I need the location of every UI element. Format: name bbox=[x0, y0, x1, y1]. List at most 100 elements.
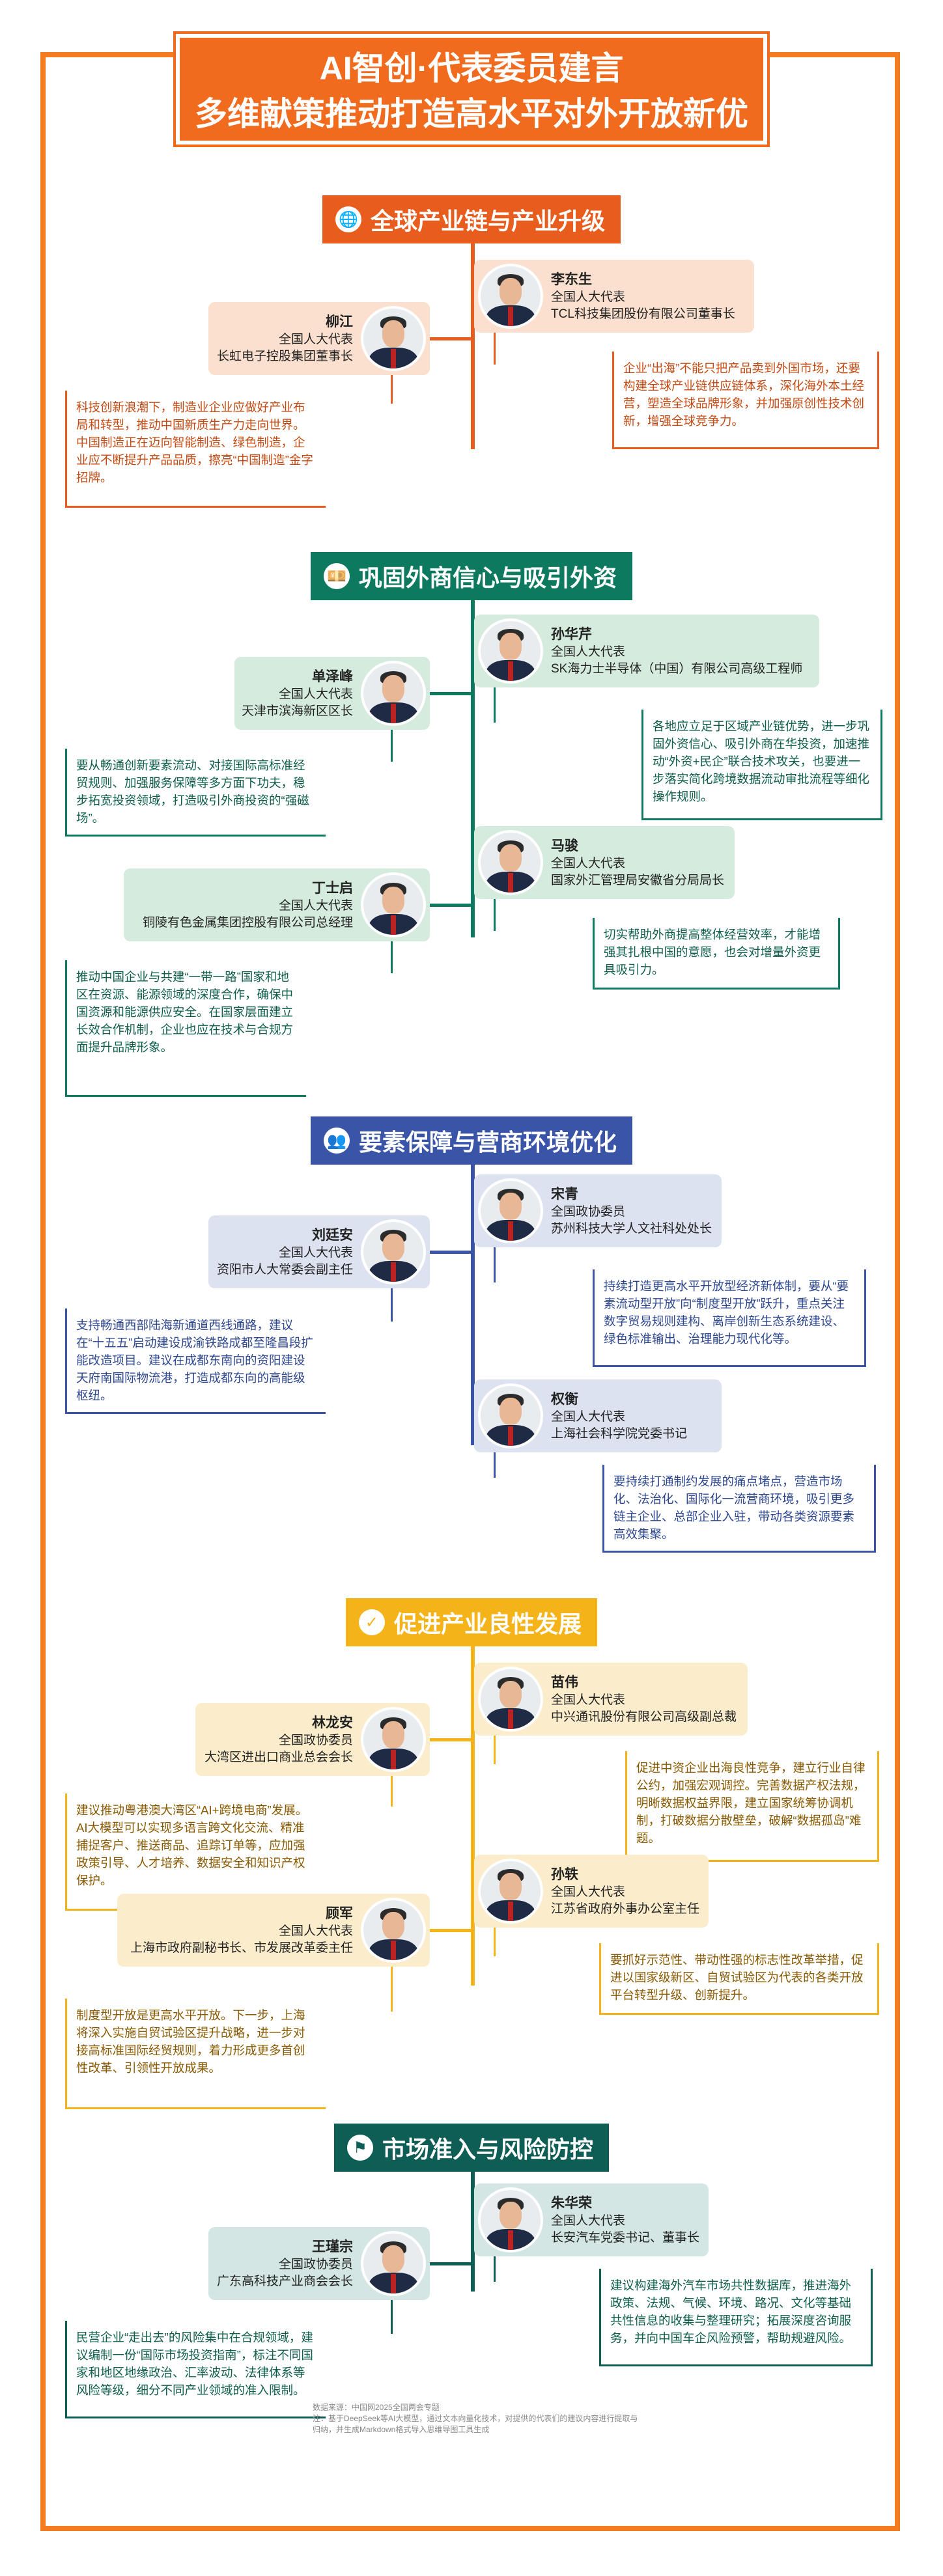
section-title: 促进产业良性发展 bbox=[393, 1611, 582, 1637]
person-avatar bbox=[361, 1898, 426, 1963]
person-quote: 科技创新浪潮下，制造业企业应做好产业布局和转型，推动中国新质生产力走向世界。中国… bbox=[65, 391, 326, 508]
person-quote: 建议推动粤港澳大湾区“AI+跨境电商”发展。AI大模型可以实现多语言跨文化交流、… bbox=[65, 1794, 319, 1911]
quote-text: 科技创新浪潮下，制造业企业应做好产业布局和转型，推动中国新质生产力走向世界。中国… bbox=[76, 400, 313, 484]
person-avatar bbox=[361, 2231, 426, 2296]
person-avatar bbox=[478, 2187, 543, 2252]
quote-connector bbox=[391, 375, 393, 404]
person-avatar bbox=[361, 1219, 426, 1284]
quote-connector bbox=[391, 730, 393, 762]
person-name: 单泽峰 bbox=[312, 669, 353, 684]
quote-text: 企业“出海”不能只把产品卖到外国市场，还要构建全球产业链供应链体系，深化海外本土… bbox=[623, 361, 865, 428]
person-name: 刘廷安 bbox=[312, 1228, 353, 1243]
person-role: 全国政协委员 bbox=[278, 2258, 353, 2271]
quote-connector bbox=[494, 1452, 496, 1478]
quote-text: 推动中国企业与共建“一带一路”国家和地区在资源、能源领域的深度合作，确保中国资源… bbox=[76, 970, 294, 1054]
person-name: 林龙安 bbox=[312, 1715, 353, 1730]
quote-connector bbox=[494, 333, 496, 365]
quote-text: 要抓好示范性、带动性强的标志性改革举措，促进以国家级新区、自贸试验区为代表的各类… bbox=[610, 1953, 864, 2002]
section-header: 👥 要素保障与营商环境优化 bbox=[310, 1116, 633, 1165]
quote-connector bbox=[391, 2300, 393, 2334]
section-title: 巩固外商信心与吸引外资 bbox=[358, 564, 617, 591]
section-title: 全球产业链与产业升级 bbox=[370, 208, 606, 234]
person-org: SK海力士半导体（中国）有限公司高级工程师 bbox=[551, 662, 803, 676]
quote-text: 要持续打通制约发展的痛点堵点，营造市场化、法治化、国际化一流营商环境，吸引更多链… bbox=[613, 1475, 855, 1541]
person-avatar bbox=[361, 1707, 426, 1772]
quote-text: 民营企业“走出去”的风险集中在合规领域，建议编制一份“国际市场投资指南”，标注不… bbox=[76, 2331, 313, 2397]
person-quote: 推动中国企业与共建“一带一路”国家和地区在资源、能源领域的深度合作，确保中国资源… bbox=[65, 960, 306, 1097]
section-trunk-line bbox=[471, 2172, 475, 2292]
person-name: 孙轶 bbox=[551, 1867, 578, 1882]
person-card: 孙轶全国人大代表江苏省政府外事办公室主任 bbox=[474, 1855, 709, 1928]
person-org: 江苏省政府外事办公室主任 bbox=[551, 1902, 700, 1916]
person-quote: 要抓好示范性、带动性强的标志性改革举措，促进以国家级新区、自贸试验区为代表的各类… bbox=[599, 1943, 879, 2015]
person-role: 全国人大代表 bbox=[551, 645, 626, 659]
person-name: 马骏 bbox=[551, 838, 578, 853]
section-trunk-line bbox=[471, 1646, 475, 1986]
people-icon: 👥 bbox=[323, 1128, 350, 1154]
quote-connector bbox=[391, 1776, 393, 1807]
section-title: 市场准入与风险防控 bbox=[382, 2136, 594, 2163]
quote-connector bbox=[391, 1288, 393, 1322]
quote-connector bbox=[494, 1736, 496, 1764]
quote-connector bbox=[494, 1928, 496, 1956]
title-line-1: AI智创·代表委员建言 bbox=[319, 50, 624, 87]
person-card: 顾军全国人大代表上海市政府副秘书长、市发展改革委主任 bbox=[117, 1894, 430, 1967]
person-quote: 促进中资企业出海良性竞争，建立行业自律公约，加强宏观调控。完善数据产权法规，明晰… bbox=[625, 1751, 879, 1862]
person-org: 国家外汇管理局安徽省分局局长 bbox=[551, 874, 725, 887]
person-name: 宋青 bbox=[551, 1187, 578, 1202]
section-header: 🌐全球产业链与产业升级 bbox=[322, 195, 621, 243]
person-avatar bbox=[361, 306, 426, 371]
section-title: 要素保障与营商环境优化 bbox=[358, 1129, 617, 1156]
person-quote: 切实帮助外商提高整体经营效率，才能增强其扎根中国的意愿，也会对增量外资更具吸引力… bbox=[593, 918, 840, 990]
person-card: 马骏全国人大代表国家外汇管理局安徽省分局局长 bbox=[474, 826, 735, 899]
quote-connector bbox=[494, 899, 496, 931]
person-org: 天津市滨海新区区长 bbox=[241, 704, 353, 718]
quote-text: 建议推动粤港澳大湾区“AI+跨境电商”发展。AI大模型可以实现多语言跨文化交流、… bbox=[76, 1803, 308, 1887]
person-card: 权衡全国人大代表上海社会科学院党委书记 bbox=[474, 1379, 722, 1452]
quote-text: 支持畅通西部陆海新通道西线通路，建议在“十五五”启动建设成渝铁路成都至隆昌段扩能… bbox=[76, 1318, 313, 1402]
person-quote: 要持续打通制约发展的痛点堵点，营造市场化、法治化、国际化一流营商环境，吸引更多链… bbox=[602, 1465, 876, 1553]
person-role: 全国人大代表 bbox=[278, 899, 353, 913]
person-role: 全国人大代表 bbox=[551, 290, 626, 304]
person-role: 全国政协委员 bbox=[278, 1734, 353, 1747]
quote-connector bbox=[494, 687, 496, 723]
section-header: ✓促进产业良性发展 bbox=[345, 1598, 598, 1646]
quote-text: 切实帮助外商提高整体经营效率，才能增强其扎根中国的意愿，也会对增量外资更具吸引力… bbox=[604, 928, 821, 976]
quote-text: 各地应立足于区域产业链优势，进一步巩固外资信心、吸引外商在华投资，加速推动“外资… bbox=[653, 719, 870, 803]
money-icon: 💴 bbox=[323, 563, 350, 589]
quote-text: 要从畅通创新要素流动、对接国际高标准经贸规则、加强服务保障等多方面下功夫，稳步拓… bbox=[76, 758, 309, 825]
person-quote: 要从畅通创新要素流动、对接国际高标准经贸规则、加强服务保障等多方面下功夫，稳步拓… bbox=[65, 749, 326, 837]
section-trunk-line bbox=[471, 1165, 475, 1445]
person-card: 林龙安全国政协委员大湾区进出口商业总会会长 bbox=[195, 1703, 430, 1776]
person-quote: 企业“出海”不能只把产品卖到外国市场，还要构建全球产业链供应链体系，深化海外本土… bbox=[612, 352, 879, 449]
person-quote: 持续打造更高水平开放型经济新体制，要从“要素流动型开放”向“制度型开放”跃升，重… bbox=[593, 1269, 866, 1367]
quote-text: 建议构建海外汽车市场共性数据库，推进海外政策、法规、气候、环境、路况、文化等基础… bbox=[610, 2278, 852, 2345]
section-trunk-line bbox=[471, 600, 475, 937]
person-quote: 建议构建海外汽车市场共性数据库，推进海外政策、法规、气候、环境、路况、文化等基础… bbox=[599, 2269, 873, 2366]
person-name: 朱华荣 bbox=[551, 2196, 592, 2211]
branch-line bbox=[430, 337, 473, 340]
footer: 数据来源：中国网2025全国两会专题 注：基于DeepSeek等AI大模型，通过… bbox=[313, 2402, 638, 2435]
person-avatar bbox=[478, 1667, 543, 1732]
person-card: 王瑾宗全国政协委员广东高科技产业商会会长 bbox=[208, 2227, 430, 2300]
person-org: 资阳市人大常委会副主任 bbox=[216, 1263, 353, 1277]
quote-connector bbox=[391, 941, 393, 973]
section-header: ⚑市场准入与风险防控 bbox=[333, 2124, 610, 2172]
person-role: 全国人大代表 bbox=[551, 1885, 626, 1899]
person-card: 单泽峰全国人大代表天津市滨海新区区长 bbox=[234, 657, 430, 730]
branch-line bbox=[430, 692, 473, 695]
branch-line bbox=[430, 1251, 473, 1254]
person-avatar bbox=[478, 1859, 543, 1924]
footer-source: 数据来源：中国网2025全国两会专题 bbox=[313, 2403, 440, 2412]
person-org: 铜陵有色金属集团控股有限公司总经理 bbox=[142, 916, 353, 930]
person-quote: 支持畅通西部陆海新通道西线通路，建议在“十五五”启动建设成渝铁路成都至隆昌段扩能… bbox=[65, 1309, 326, 1414]
branch-line bbox=[430, 1929, 473, 1932]
footer-note: 注：基于DeepSeek等AI大模型，通过文本向量化技术，对提供的代表们的建议内… bbox=[313, 2414, 638, 2434]
person-avatar bbox=[478, 618, 543, 684]
person-avatar bbox=[478, 1383, 543, 1448]
person-org: 大湾区进出口商业总会会长 bbox=[204, 1751, 353, 1764]
person-name: 王瑾宗 bbox=[312, 2239, 353, 2254]
title-line-2: 多维献策推动打造高水平对外开放新优势 bbox=[195, 96, 748, 178]
person-avatar bbox=[478, 830, 543, 895]
